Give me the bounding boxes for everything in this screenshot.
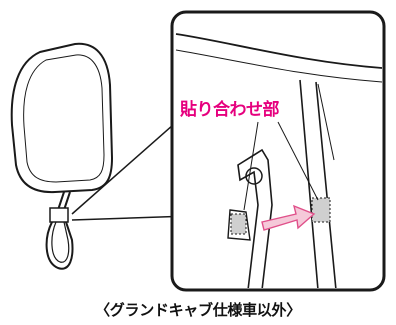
- adhesive-area-pillar: [311, 197, 331, 223]
- leader-line-lower: [71, 215, 191, 221]
- leader-line-upper: [71, 109, 191, 215]
- callout-leader-left: [243, 121, 259, 211]
- strap-loop: [45, 191, 74, 270]
- attach-arrow: [261, 204, 316, 231]
- bracket: [227, 148, 273, 288]
- pad-object: [10, 42, 114, 194]
- detail-frame: [170, 10, 386, 292]
- pillar: [299, 79, 337, 288]
- adhesive-part-label: 貼り合わせ部: [180, 100, 280, 120]
- adhesive-area-bracket: [230, 213, 247, 235]
- callout-leader-right: [277, 121, 319, 201]
- figure-caption: 〈グランドキャブ仕様車以外〉: [95, 301, 301, 319]
- upper-panel-curve: [175, 33, 382, 69]
